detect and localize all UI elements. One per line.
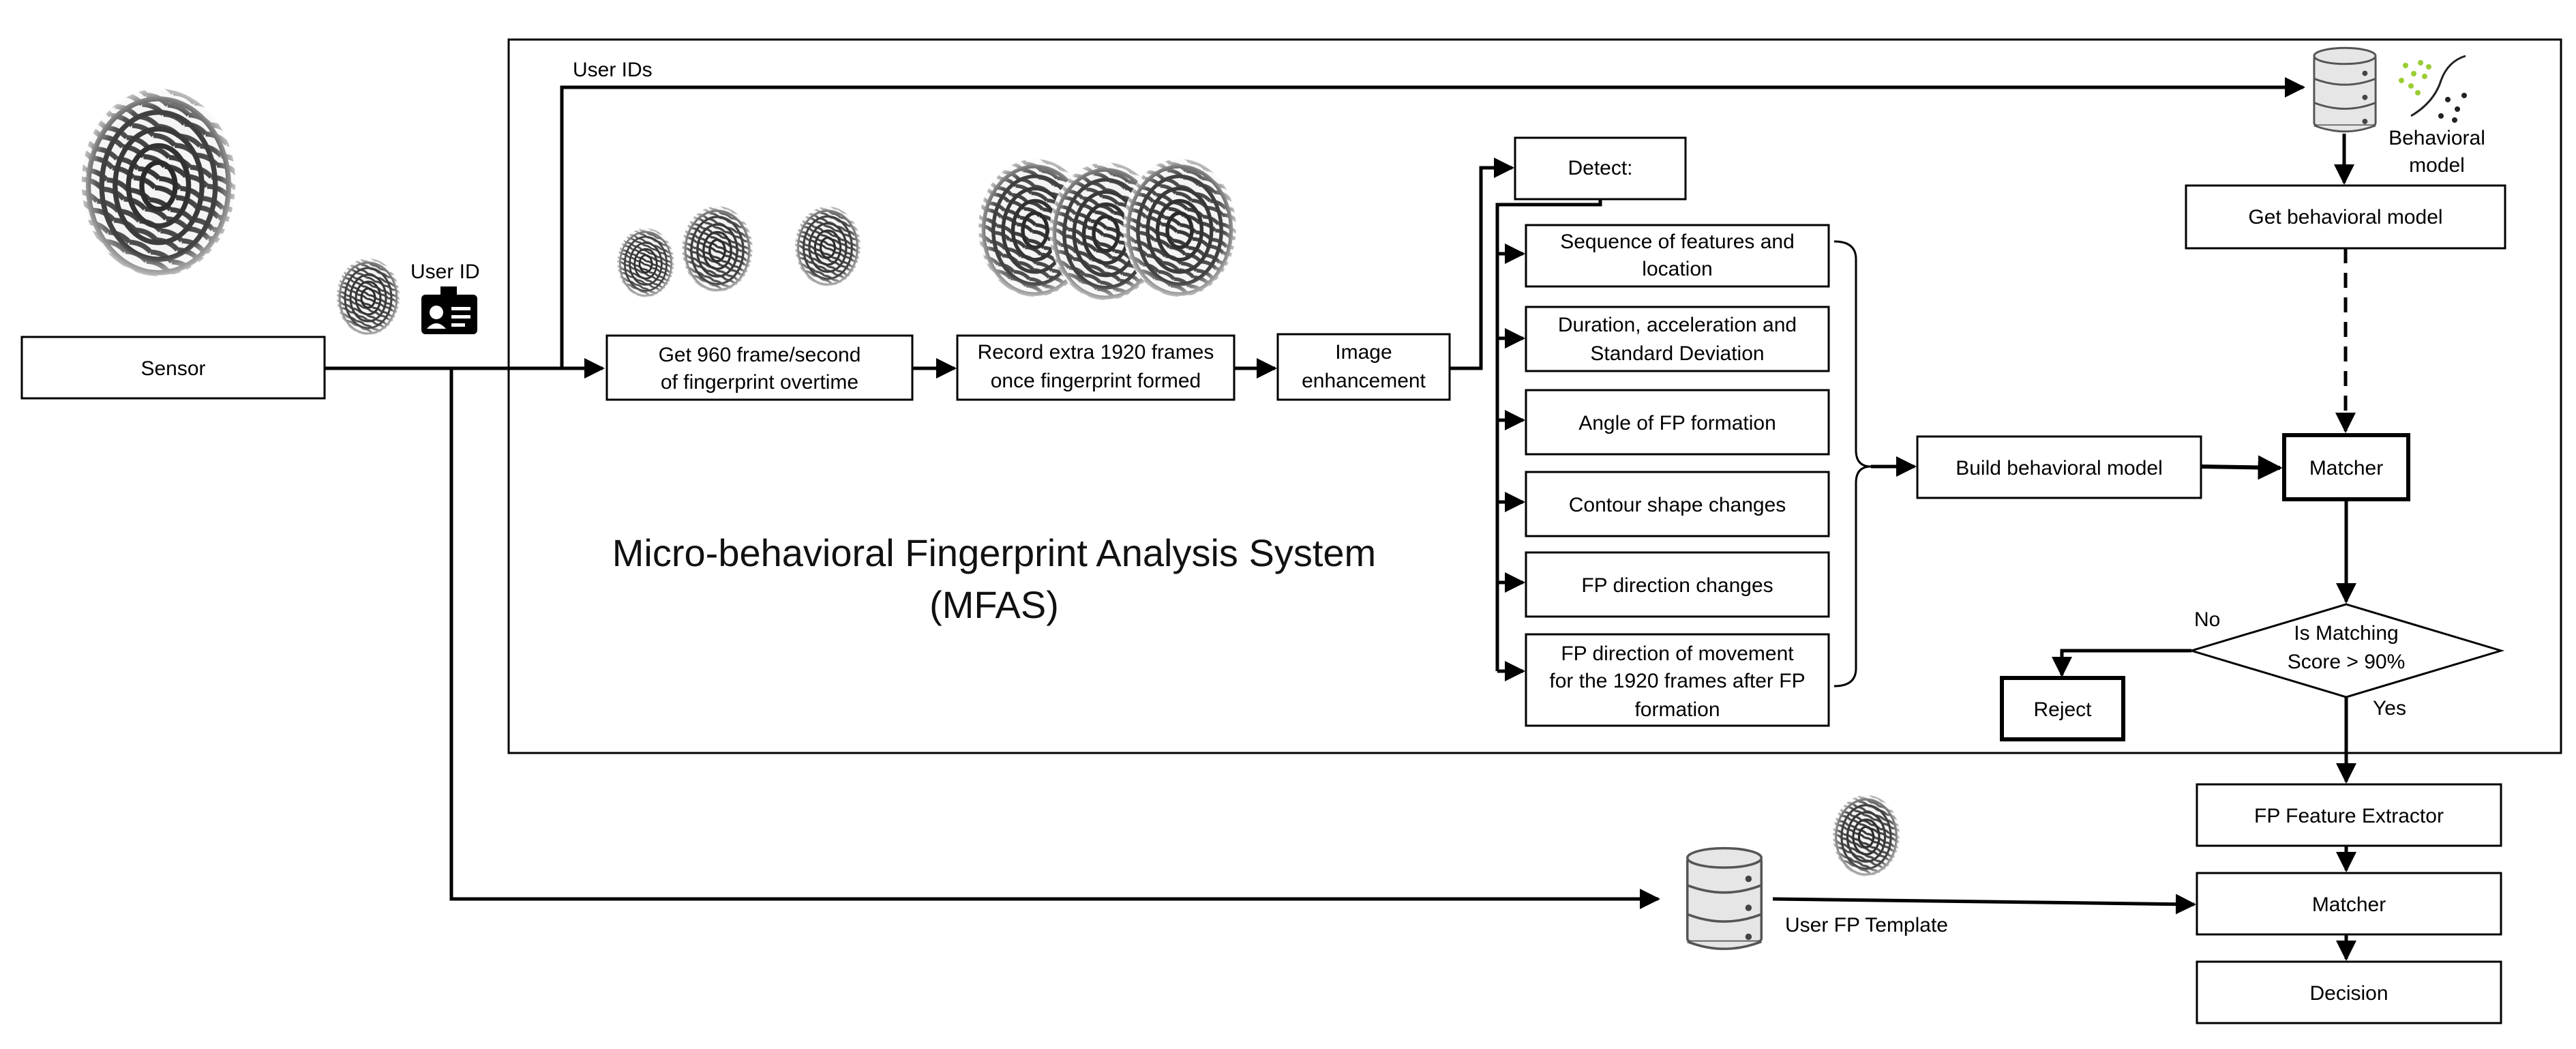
get-frames-box[interactable] — [605, 334, 914, 401]
decision-label: Decision — [2309, 982, 2388, 1005]
fingerprint-icon — [682, 206, 752, 291]
fp-feature-extractor-label: FP Feature Extractor — [2254, 805, 2444, 827]
record-frames-label-1: Record extra 1920 frames — [978, 341, 1214, 364]
feature-movement-label-3: formation — [1634, 698, 1720, 721]
matcher-top-box[interactable] — [2282, 433, 2410, 501]
fingerprint-icon — [795, 207, 860, 286]
matcher-top-label: Matcher — [2309, 457, 2383, 479]
system-title-line-1: Micro-behavioral Fingerprint Analysis Sy… — [612, 531, 1376, 574]
behavioral-model-label-1: Behavioral — [2388, 127, 2485, 149]
sensor-label: Sensor — [140, 357, 205, 380]
matcher-bottom-box[interactable] — [2196, 872, 2502, 936]
reject-label: Reject — [2033, 698, 2092, 721]
feature-contour-box[interactable] — [1525, 471, 1830, 537]
fingerprint-icon — [335, 257, 401, 336]
no-label: No — [2194, 608, 2220, 631]
get-frames-label-2: of fingerprint overtime — [661, 371, 858, 394]
scatter-plot-icon — [2399, 55, 2467, 123]
record-frames-label-2: once fingerprint formed — [991, 370, 1201, 392]
feature-direction-label: FP direction changes — [1581, 574, 1773, 597]
get-model-label: Get behavioral model — [2248, 206, 2442, 228]
feature-sequence-label-2: location — [1642, 258, 1712, 280]
feature-duration-label-1: Duration, acceleration and — [1558, 314, 1797, 336]
feature-duration-label-2: Standard Deviation — [1590, 342, 1764, 365]
feature-movement-label-1: FP direction of movement — [1561, 642, 1794, 665]
user-ids-label: User IDs — [573, 59, 653, 81]
database-icon — [1686, 846, 1763, 951]
feature-sequence-box[interactable] — [1525, 224, 1830, 288]
feature-movement-box[interactable] — [1525, 633, 1830, 727]
image-enhancement-label-2: enhancement — [1302, 370, 1426, 392]
image-enhancement-box[interactable] — [1276, 333, 1451, 401]
get-frames-label-1: Get 960 frame/second — [659, 344, 861, 366]
user-id-label: User ID — [410, 261, 480, 283]
user-fp-template-label: User FP Template — [1785, 914, 1948, 936]
matcher-bottom-label: Matcher — [2312, 893, 2386, 916]
feature-movement-label-2: for the 1920 frames after FP — [1549, 670, 1805, 692]
id-card-icon — [421, 286, 477, 334]
feature-angle-label: Angle of FP formation — [1578, 412, 1776, 434]
mfas-frame — [507, 38, 2562, 754]
build-model-label: Build behavioral model — [1956, 457, 2163, 479]
database-icon — [2313, 46, 2377, 133]
feature-sequence-label-1: Sequence of features and — [1560, 231, 1795, 253]
feature-angle-box[interactable] — [1525, 389, 1830, 456]
fingerprint-icon — [1831, 793, 1901, 878]
reject-box[interactable] — [2000, 676, 2125, 741]
decision-label-2: Score > 90% — [2288, 651, 2406, 673]
fingerprint-icon — [1123, 159, 1236, 297]
sensor-box[interactable] — [20, 336, 326, 400]
feature-direction-box[interactable] — [1525, 551, 1830, 618]
system-title-line-2: (MFAS) — [929, 583, 1059, 626]
feature-contour-label: Contour shape changes — [1569, 494, 1786, 516]
fp-feature-extractor-box[interactable] — [2196, 783, 2502, 847]
image-enhancement-label-1: Image — [1335, 341, 1392, 364]
fingerprint-icon — [616, 226, 676, 299]
decision-label-1: Is Matching — [2294, 622, 2398, 645]
record-frames-box[interactable] — [956, 334, 1235, 401]
feature-duration-box[interactable] — [1525, 306, 1830, 372]
detect-box[interactable] — [1514, 136, 1687, 201]
behavioral-model-label-2: model — [2409, 154, 2465, 177]
feature-brace — [1833, 240, 1872, 688]
decision-box[interactable] — [2196, 960, 2502, 1024]
detect-label: Detect: — [1568, 157, 1632, 179]
yes-label: Yes — [2373, 697, 2406, 720]
fingerprint-icon — [82, 89, 235, 276]
